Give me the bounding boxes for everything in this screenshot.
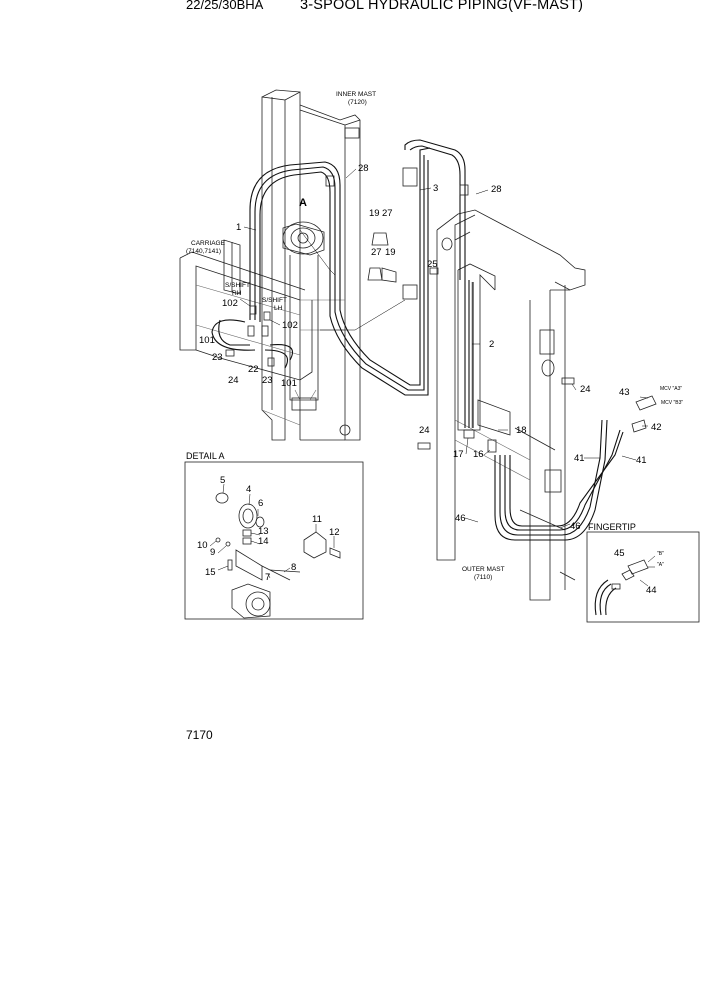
detail-part-number: 14 <box>258 536 269 547</box>
detail-part-number: 10 <box>197 540 208 551</box>
part-number: 46 <box>455 513 466 524</box>
part-number: 41 <box>636 455 647 466</box>
part-number: 101 <box>199 335 215 346</box>
part-number: 2 <box>489 339 494 350</box>
part-number: 28 <box>358 163 369 174</box>
part-number: 42 <box>651 422 662 433</box>
fingertip-title: FINGERTIP <box>588 522 636 532</box>
detail-part-number: 15 <box>205 567 216 578</box>
detail-part-number: 7 <box>265 572 270 583</box>
part-number: 28 <box>491 184 502 195</box>
diagram-labels: INNER MAST (7120) OUTER MAST (7110) CARR… <box>186 91 683 596</box>
part-number: 46 <box>570 521 581 532</box>
leader-lines <box>239 168 649 529</box>
detail-a-panel: DETAIL A <box>184 451 364 620</box>
fingertip-b-label: "B" <box>657 551 664 557</box>
part-number: 3 <box>433 183 438 194</box>
inner-mast-code: (7120) <box>348 99 367 106</box>
sshift-lh-label: S/SHIFT <box>262 297 287 304</box>
detail-part-number: 13 <box>258 526 269 537</box>
part-number: 19 <box>385 247 396 258</box>
part-number: 27 <box>382 208 393 219</box>
part-number: 19 <box>369 208 380 219</box>
sshift-rh-label: S/SHIFT <box>225 282 250 289</box>
fingertip-panel: FINGERTIP <box>586 522 700 623</box>
hoses-drawing <box>211 139 624 541</box>
sshift-lh-side: LH <box>274 305 283 312</box>
mcv-a3-label: MCV "A3" <box>660 386 682 392</box>
outer-mast-code: (7110) <box>474 574 492 581</box>
lift-cylinder-drawing <box>282 221 325 411</box>
chain-anchor-drawing <box>457 263 511 436</box>
fingertip-a-label: "A" <box>657 562 664 568</box>
inner-mast-label: INNER MAST <box>336 91 376 98</box>
part-number: 27 <box>371 247 382 258</box>
outer-mast-drawing <box>436 209 586 601</box>
inner-mast-drawing <box>261 89 361 441</box>
fittings-drawing <box>225 175 657 453</box>
page-title: 3-SPOOL HYDRAULIC PIPING(VF-MAST) <box>300 0 584 13</box>
part-number: 18 <box>516 425 527 436</box>
part-number: 24 <box>228 375 239 386</box>
sshift-rh-side: RH <box>232 290 242 297</box>
detail-part-number: 6 <box>258 498 263 509</box>
detail-part-number: 9 <box>210 547 215 558</box>
part-number: 23 <box>212 352 223 363</box>
fingertip-part-number: 44 <box>646 585 657 596</box>
carriage-code: (7140,7141) <box>186 248 221 255</box>
detail-part-number: 4 <box>246 484 251 495</box>
mcv-b3-label: MCV "B3" <box>661 400 683 406</box>
carriage-label: CARRIAGE <box>191 240 226 247</box>
page-code: 7170 <box>186 728 213 742</box>
part-number: 1 <box>236 222 241 233</box>
detail-part-number: 8 <box>291 562 296 573</box>
part-number: 102 <box>222 298 238 309</box>
part-number: 43 <box>619 387 630 398</box>
part-number: 17 <box>453 449 464 460</box>
outer-mast-label: OUTER MAST <box>462 566 505 573</box>
detail-a-title: DETAIL A <box>186 451 225 461</box>
part-number: 16 <box>473 449 484 460</box>
detail-part-number: 5 <box>220 475 225 486</box>
part-number: 24 <box>580 384 591 395</box>
detail-part-number: 12 <box>329 527 340 538</box>
part-number: 102 <box>282 320 298 331</box>
part-number: 24 <box>419 425 430 436</box>
part-number: 25 <box>427 259 438 270</box>
detail-part-number: 11 <box>312 514 322 525</box>
fingertip-part-number: 45 <box>614 548 625 559</box>
part-number: 23 <box>262 375 273 386</box>
model-number: 22/25/30BHA <box>186 0 264 12</box>
part-number: 101 <box>281 378 297 389</box>
part-number: 22 <box>248 364 259 375</box>
part-number: 41 <box>574 453 585 464</box>
carriage-drawing <box>179 239 313 381</box>
view-a-marker: A <box>299 197 307 209</box>
